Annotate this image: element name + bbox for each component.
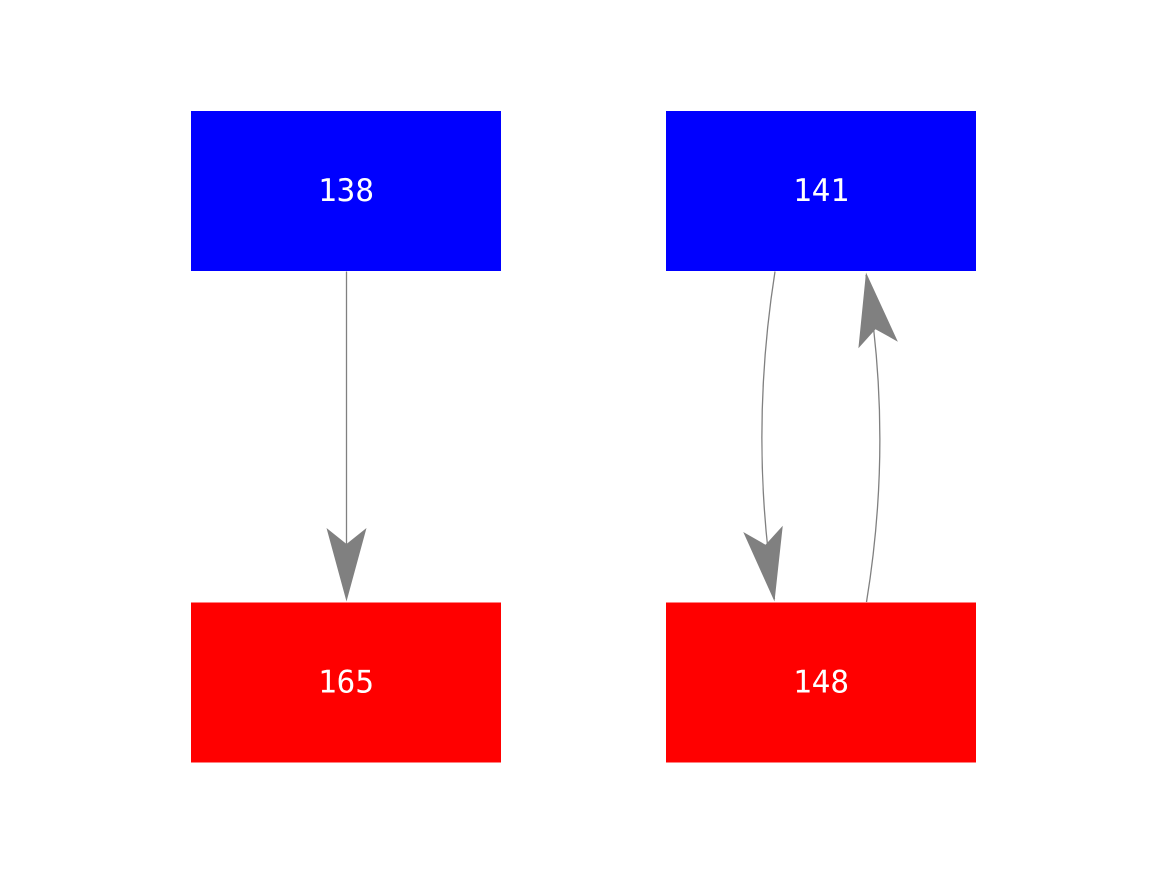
edge-arrowheads xyxy=(326,272,898,602)
node-138: 138 xyxy=(191,111,501,271)
node-138-label: 138 xyxy=(318,173,374,209)
node-138-box xyxy=(191,111,501,271)
node-148-label: 148 xyxy=(793,665,849,701)
node-141: 141 xyxy=(666,111,976,271)
node-165-label: 165 xyxy=(318,665,374,701)
edge-lines xyxy=(345,271,881,603)
arrowhead-down-icon xyxy=(743,525,783,602)
arrowhead-up-icon xyxy=(858,272,898,349)
node-148-box xyxy=(666,602,976,763)
arrowhead-down-icon xyxy=(326,528,367,602)
node-148: 148 xyxy=(666,602,976,763)
node-165: 165 xyxy=(191,602,501,763)
node-141-box xyxy=(666,111,976,271)
node-165-box xyxy=(191,602,501,763)
node-141-label: 141 xyxy=(793,173,849,209)
